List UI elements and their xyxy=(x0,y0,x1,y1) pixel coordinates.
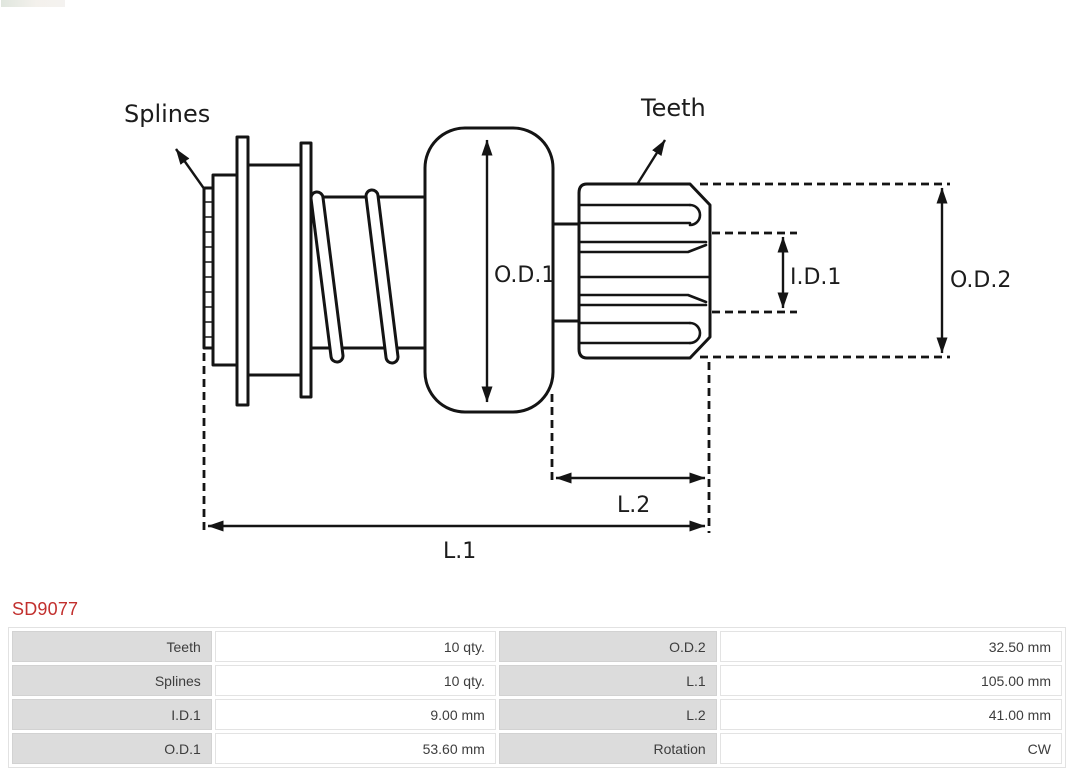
spec-label: L.2 xyxy=(498,699,717,730)
spring-coils xyxy=(309,188,400,365)
teeth-label: Teeth xyxy=(640,94,706,122)
spec-value: 9.00 mm xyxy=(214,699,496,730)
technical-drawing: Splines Teeth O.D.1 I.D.1 O.D.2 L.2 L.1 xyxy=(124,94,1011,564)
splines-label: Splines xyxy=(124,100,210,128)
l1-label: L.1 xyxy=(443,539,476,564)
spec-row-od1: O.D.1 53.60 mm Rotation CW xyxy=(12,733,1062,764)
part-number: SD9077 xyxy=(12,599,79,619)
spec-label: Rotation xyxy=(498,733,717,764)
spec-value: 41.00 mm xyxy=(719,699,1062,730)
od2-label: O.D.2 xyxy=(950,268,1011,293)
od1-label: O.D.1 xyxy=(494,263,555,288)
splines-leader-arrow xyxy=(175,148,206,191)
spec-value: CW xyxy=(719,733,1062,764)
neck xyxy=(551,222,581,323)
spec-row-teeth: Teeth 10 qty. O.D.2 32.50 mm xyxy=(12,631,1062,662)
id1-label: I.D.1 xyxy=(790,265,841,290)
pinion-gear xyxy=(577,182,712,360)
flange-plate-left xyxy=(235,135,250,407)
spec-label: I.D.1 xyxy=(12,699,212,730)
spec-row-id1: I.D.1 9.00 mm L.2 41.00 mm xyxy=(12,699,1062,730)
l2-label: L.2 xyxy=(617,493,650,518)
extension-lines xyxy=(202,182,950,533)
spec-value: 105.00 mm xyxy=(719,665,1062,696)
spec-value: 32.50 mm xyxy=(719,631,1062,662)
collar xyxy=(211,173,239,367)
spec-label: Splines xyxy=(12,665,212,696)
logo-remnant xyxy=(1,0,65,7)
spec-value: 10 qty. xyxy=(214,631,496,662)
spec-label: Teeth xyxy=(12,631,212,662)
teeth-leader-arrow xyxy=(636,139,667,184)
spec-row-splines: Splines 10 qty. L.1 105.00 mm xyxy=(12,665,1062,696)
drive-geometry xyxy=(202,126,712,414)
hub-cylinder xyxy=(246,163,303,377)
spec-value: 10 qty. xyxy=(214,665,496,696)
spec-label: O.D.2 xyxy=(498,631,717,662)
spec-label: O.D.1 xyxy=(12,733,212,764)
spec-label: L.1 xyxy=(498,665,717,696)
spec-value: 53.60 mm xyxy=(214,733,496,764)
spec-table: Teeth 10 qty. O.D.2 32.50 mm Splines 10 … xyxy=(8,627,1066,768)
